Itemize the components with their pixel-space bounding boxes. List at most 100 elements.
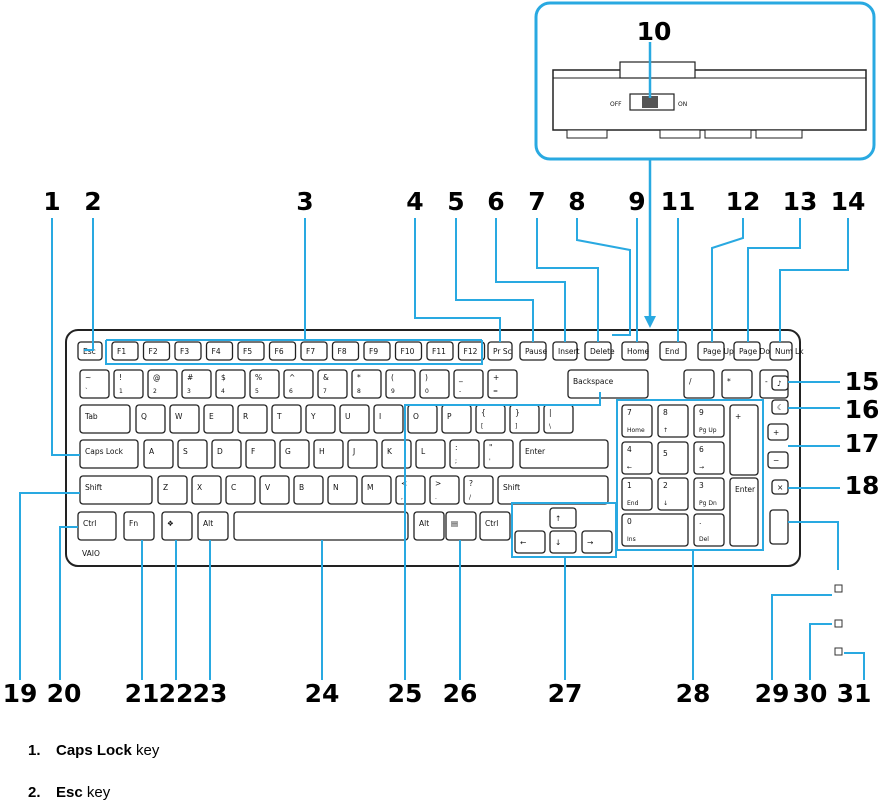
numpad-9-key: 9 Pg Up <box>693 404 725 438</box>
qwerty-row-key-0: Q <box>135 404 166 434</box>
home-row-key-1-label: S <box>183 447 188 456</box>
num-row-key-11-sublabel: - <box>459 388 461 395</box>
num-row-key-4: $4 <box>215 369 246 399</box>
legend-item-2: 2.Esc key <box>28 784 110 801</box>
num-row-key-9-sublabel: 9 <box>391 388 395 395</box>
qwerty-row-key-3-label: R <box>243 412 248 421</box>
numpad-9-key-sublabel: Pg Up <box>699 427 717 434</box>
num-row-key-6-label: ^ <box>289 373 295 382</box>
num-row-key-2-sublabel: 2 <box>153 388 157 395</box>
numpad-1-key-sublabel: End <box>627 500 639 507</box>
numpad-8-key: 8↑ <box>657 404 689 438</box>
numpad-2-key: 2↓ <box>657 477 689 511</box>
numpad-dot-key: .Del <box>693 513 725 547</box>
home-row-key-9-sublabel: ; <box>455 458 457 465</box>
power-switch-inset: OFF ON <box>534 1 876 328</box>
applications-key-label: ▤ <box>451 519 458 528</box>
close-button: × <box>771 479 789 495</box>
vaio-logo: VAIO <box>82 549 100 558</box>
esc-key-label: Esc <box>83 347 96 356</box>
right-arrow-key: → <box>581 530 613 554</box>
qwerty-row-key-12-label: | <box>549 408 552 417</box>
windows-key: ❖ <box>161 511 193 541</box>
callout-number-7: 7 <box>528 187 545 216</box>
qwerty-row-key-5-label: Y <box>310 412 316 421</box>
right-arrow-key-label: → <box>587 538 593 547</box>
home-row-key-4-label: G <box>285 447 291 456</box>
callout-number-30: 30 <box>793 679 828 708</box>
left-alt-key-label: Alt <box>203 519 213 528</box>
right-shift-key: Shift <box>497 475 609 505</box>
num-row-key-0-label: ~ <box>85 373 91 382</box>
callout-line-12 <box>711 218 744 342</box>
right-shift-key-label: Shift <box>503 483 520 492</box>
num-row-key-10: )0 <box>419 369 450 399</box>
qwerty-row-key-1: W <box>169 404 200 434</box>
qwerty-row-key-8-label: O <box>413 412 419 421</box>
home-row-key-9-label: : <box>455 443 458 452</box>
numpad-5-key: 5 <box>657 441 689 475</box>
num-row-key-7-label: & <box>323 373 329 382</box>
qwerty-row-key-6-label: U <box>345 412 351 421</box>
f2-key: F2 <box>142 341 171 361</box>
indicator-lamp-2 <box>834 619 843 628</box>
volume-down-button-label: − <box>773 456 779 465</box>
callout-number-28: 28 <box>676 679 711 708</box>
callout-line-5 <box>455 218 534 342</box>
callout-number-21: 21 <box>125 679 160 708</box>
num-row-key-7-sublabel: 7 <box>323 388 327 395</box>
num-row-key-3: #3 <box>181 369 212 399</box>
up-arrow-key-label: ↑ <box>555 514 561 523</box>
home-row-key-6: J <box>347 439 378 469</box>
f12-key: F12 <box>457 341 486 361</box>
qwerty-row-key-8: O <box>407 404 438 434</box>
left-shift-key-label: Shift <box>85 483 102 492</box>
sleep-button-label: ☾ <box>777 403 784 412</box>
numpad-enter-key: Enter <box>729 477 759 547</box>
right-alt-key-label: Alt <box>419 519 429 528</box>
callout-number-23: 23 <box>193 679 228 708</box>
callout-number-25: 25 <box>388 679 423 708</box>
qwerty-row-key-4: T <box>271 404 302 434</box>
num-row-key-6-sublabel: 6 <box>289 388 293 395</box>
home-row-key-4: G <box>279 439 310 469</box>
callout-line-14 <box>779 218 849 342</box>
f7-key-label: F7 <box>306 347 315 356</box>
qwerty-row-key-9: P <box>441 404 472 434</box>
f11-key: F11 <box>426 341 454 361</box>
volume-down-button: − <box>767 451 789 469</box>
numpad-9-key-label: 9 <box>699 408 704 417</box>
down-arrow-key: ↓ <box>549 530 577 554</box>
left-alt-key: Alt <box>197 511 229 541</box>
f1-key-label: F1 <box>117 347 126 356</box>
shift-row-key-6: M <box>361 475 392 505</box>
inset-off-label: OFF <box>610 101 622 108</box>
callout-number-6: 6 <box>487 187 504 216</box>
callout-number-31: 31 <box>837 679 872 708</box>
num-row-key-4-sublabel: 4 <box>221 388 225 395</box>
home-key: Home <box>621 341 650 361</box>
close-button-label: × <box>777 483 783 492</box>
function-keys-bracket <box>105 339 483 365</box>
fn-key: Fn <box>123 511 155 541</box>
right-ctrl-key: Ctrl <box>479 511 511 541</box>
space-key <box>233 511 409 541</box>
callout-number-9: 9 <box>628 187 645 216</box>
callout-line-19 <box>19 492 80 680</box>
callout-line-2 <box>84 218 94 351</box>
shift-row-key-9: ?/ <box>463 475 494 505</box>
left-shift-key: Shift <box>79 475 153 505</box>
qwerty-row-key-4-label: T <box>276 412 282 421</box>
up-arrow-key: ↑ <box>549 507 577 529</box>
shift-row-key-1: X <box>191 475 222 505</box>
f5-key: F5 <box>237 341 265 361</box>
callout-lines <box>19 218 865 680</box>
home-row-key-7-label: K <box>387 447 393 456</box>
f10-key-label: F10 <box>401 347 415 356</box>
num-row-key-4-label: $ <box>221 373 226 382</box>
num-row-key-5: %5 <box>249 369 280 399</box>
qwerty-row-key-9-label: P <box>447 412 452 421</box>
shift-row-key-3: V <box>259 475 290 505</box>
